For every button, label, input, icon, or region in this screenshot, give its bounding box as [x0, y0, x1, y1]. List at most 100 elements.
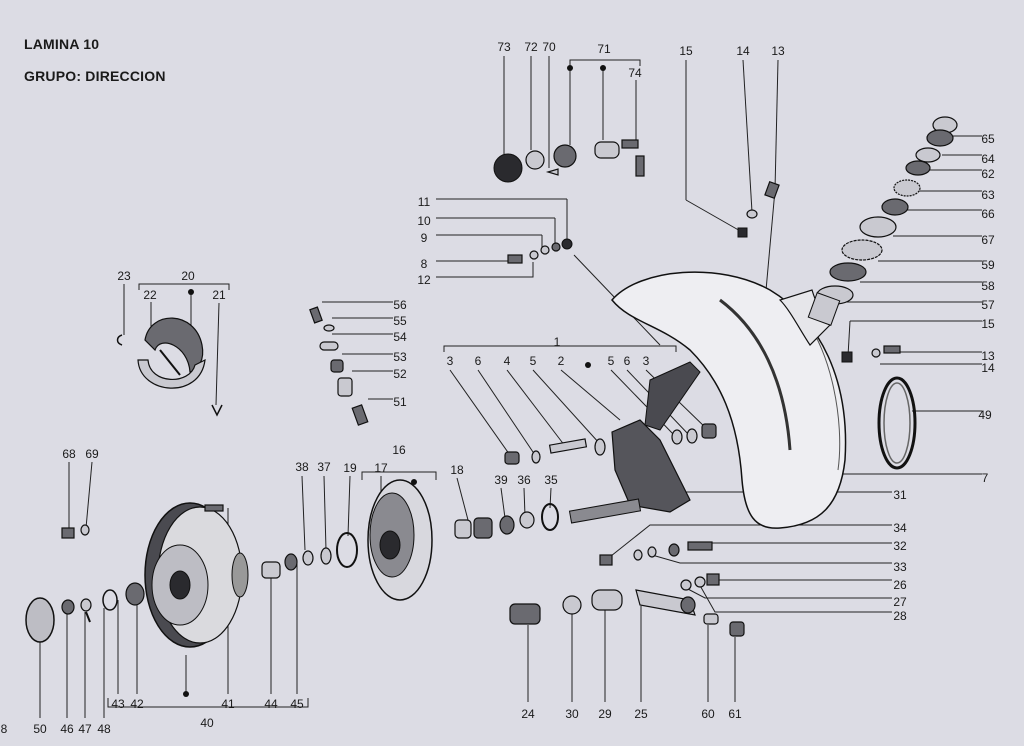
callout-39: 39 [494, 473, 508, 487]
callout-7: 7 [982, 471, 989, 485]
callout-54: 54 [393, 330, 407, 344]
callout-15a: 15 [679, 44, 693, 58]
callout-2: 2 [558, 354, 565, 368]
callout-63: 63 [981, 188, 995, 202]
callout-38: 38 [295, 460, 309, 474]
callout-46: 46 [60, 722, 74, 736]
callout-43: 43 [111, 697, 125, 711]
callout-12: 12 [417, 273, 431, 287]
callout-10: 10 [417, 214, 431, 228]
callout-58: 58 [981, 279, 995, 293]
callout-53: 53 [393, 350, 407, 364]
callout-45: 45 [290, 697, 304, 711]
callout-73: 73 [497, 40, 511, 54]
callout-6a: 6 [475, 354, 482, 368]
callout-19: 19 [343, 461, 357, 475]
brake-shoes [116, 317, 223, 417]
callout-24: 24 [521, 707, 535, 721]
callout-42: 42 [130, 697, 144, 711]
callout-70: 70 [542, 40, 556, 54]
callout-37: 37 [317, 460, 331, 474]
fasteners-8-12 [507, 238, 573, 264]
callout-8: 8 [421, 257, 428, 271]
front-mudguard [611, 271, 847, 529]
steering-lock [493, 139, 645, 183]
callout-18: 18 [450, 463, 464, 477]
callout-69: 69 [85, 447, 99, 461]
callout-71: 71 [597, 42, 611, 56]
small-parts-51-56 [309, 306, 369, 426]
callout-50: 50 [33, 722, 47, 736]
callout-64: 64 [981, 152, 995, 166]
hub-small-parts [25, 524, 332, 643]
callout-25: 25 [634, 707, 648, 721]
callout-3a: 3 [447, 354, 454, 368]
callout-13b: 13 [981, 349, 995, 363]
callout-4: 4 [504, 354, 511, 368]
callout-62: 62 [981, 167, 995, 181]
brake-plate [336, 479, 433, 601]
callout-15b: 15 [981, 317, 995, 331]
bearings-18-35 [454, 503, 559, 539]
callout-33: 33 [893, 560, 907, 574]
fork-small-parts [504, 423, 717, 465]
callout-27: 27 [893, 595, 907, 609]
callout-14a: 14 [736, 44, 750, 58]
callout-13a: 13 [771, 44, 785, 58]
callout-49: 49 [978, 408, 992, 422]
callout-17: 17 [374, 461, 388, 475]
bullet-markers [183, 65, 606, 697]
brake-drum [144, 502, 249, 648]
callout-51: 51 [393, 395, 407, 409]
callout-6b: 6 [624, 354, 631, 368]
callout-22: 22 [143, 288, 157, 302]
callout-68: 68 [62, 447, 76, 461]
callout-1: 1 [554, 335, 561, 349]
callout-56: 56 [393, 298, 407, 312]
callout-60: 60 [701, 707, 715, 721]
callout-16: 16 [392, 443, 406, 457]
steering-bearing-stack [807, 116, 958, 326]
callout-57: 57 [981, 298, 995, 312]
callout-41: 41 [221, 697, 235, 711]
callout-26: 26 [893, 578, 907, 592]
callout-30: 30 [565, 707, 579, 721]
group-title: GRUPO: DIRECCION [24, 68, 166, 84]
callout-29: 29 [598, 707, 612, 721]
callout-23: 23 [117, 269, 131, 283]
callout-61: 61 [728, 707, 742, 721]
callout-48: 48 [97, 722, 111, 736]
callout-55: 55 [393, 314, 407, 328]
bolts-13-14-15 [737, 180, 901, 363]
callout-31: 31 [893, 488, 907, 502]
callout-20: 20 [181, 269, 195, 283]
strap-band [877, 376, 917, 470]
callout-40: 40 [200, 716, 214, 730]
callout-14b: 14 [981, 361, 995, 375]
callout-44: 44 [264, 697, 278, 711]
callout-11: 11 [418, 195, 431, 209]
callout-52: 52 [393, 367, 407, 381]
callout-67: 67 [981, 233, 995, 247]
callout-65: 65 [981, 132, 995, 146]
callout-36: 36 [517, 473, 531, 487]
sheet-title: LAMINA 10 [24, 36, 100, 52]
callout-74: 74 [628, 66, 642, 80]
callout-9: 9 [421, 231, 428, 245]
callout-66: 66 [981, 207, 995, 221]
bolts-32-34 [599, 541, 713, 566]
callout-5a: 5 [530, 354, 537, 368]
callout-5b: 5 [608, 354, 615, 368]
fork-arm [568, 361, 701, 524]
callout-72: 72 [524, 40, 538, 54]
callout-3b: 3 [643, 354, 650, 368]
callout-21: 21 [212, 288, 226, 302]
callout-32: 32 [893, 539, 907, 553]
callout-47: 47 [78, 722, 92, 736]
callout-59: 59 [981, 258, 995, 272]
callout-28: 28 [893, 609, 907, 623]
bottom-row-parts [509, 573, 745, 637]
callout-8b: 8 [1, 722, 8, 736]
